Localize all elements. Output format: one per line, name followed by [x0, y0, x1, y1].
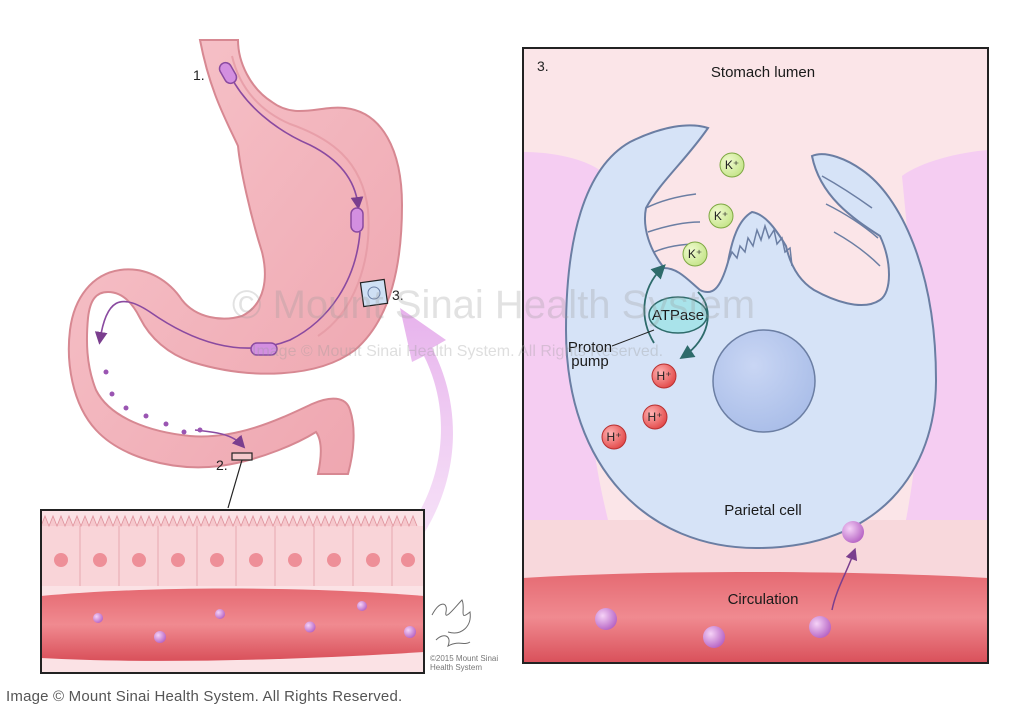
artist-signature: ©2015 Mount Sinai Health System	[430, 599, 498, 672]
drug-molecule-blood-2	[703, 626, 725, 648]
hydrogen-ion-3: H⁺	[601, 424, 627, 450]
svg-text:K⁺: K⁺	[725, 158, 739, 172]
stomach	[67, 38, 404, 475]
step-1-label: 1.	[193, 67, 205, 83]
parietal-cell-label: Parietal cell	[724, 502, 802, 519]
circulation-label: Circulation	[728, 591, 799, 608]
svg-text:H⁺: H⁺	[657, 369, 672, 383]
intestinal-blood-vessel	[41, 588, 424, 661]
stomach-lumen-label: Stomach lumen	[711, 64, 815, 81]
svg-text:K⁺: K⁺	[688, 247, 702, 261]
proton-pump-label-line2: pump	[571, 353, 609, 370]
step-2-label: 2.	[216, 457, 228, 473]
step-3-marker-label: 3.	[392, 287, 404, 303]
watermark-sub: Image © Mount Sinai Health System. All R…	[252, 343, 663, 360]
proton-pump: ATPase Proton pump	[568, 264, 709, 370]
potassium-ion-1: K⁺	[719, 152, 745, 178]
svg-text:H⁺: H⁺	[648, 410, 663, 424]
epithelial-cells	[41, 526, 424, 586]
step-3-panel-label: 3.	[537, 58, 549, 74]
hydrogen-ion-1: H⁺	[651, 363, 677, 389]
circulation-vessel	[523, 572, 988, 663]
sample-site-3	[359, 278, 389, 308]
svg-text:Health System: Health System	[430, 663, 482, 672]
pill-1	[218, 61, 238, 85]
pill-3	[250, 342, 278, 356]
image-credit: Image © Mount Sinai Health System. All R…	[6, 688, 403, 705]
drug-molecule-blood-3	[809, 616, 831, 638]
svg-text:©2015 Mount Sinai: ©2015 Mount Sinai	[430, 654, 498, 663]
parietal-cell-panel: ATPase Proton pump K⁺ K⁺ K⁺ H⁺ H⁺	[522, 47, 989, 664]
sample-site-2	[231, 452, 253, 461]
svg-text:H⁺: H⁺	[607, 430, 622, 444]
atpase-label: ATPase	[652, 307, 704, 324]
drug-molecule-cell	[842, 521, 864, 543]
potassium-ion-3: K⁺	[682, 241, 708, 267]
svg-text:K⁺: K⁺	[714, 209, 728, 223]
hydrogen-ion-2: H⁺	[642, 404, 668, 430]
nucleus	[712, 329, 816, 433]
potassium-ion-2: K⁺	[708, 203, 734, 229]
atpase-enzyme	[648, 296, 708, 334]
stomach-illustration: 1. 2. 3.	[67, 38, 404, 509]
proton-pump-label-line1: Proton	[568, 339, 612, 356]
pill-2	[350, 207, 364, 233]
intestine-wall-inset	[40, 509, 425, 674]
drug-molecule-blood-1	[595, 608, 617, 630]
watermark-main: © Mount Sinai Health System	[232, 283, 755, 327]
